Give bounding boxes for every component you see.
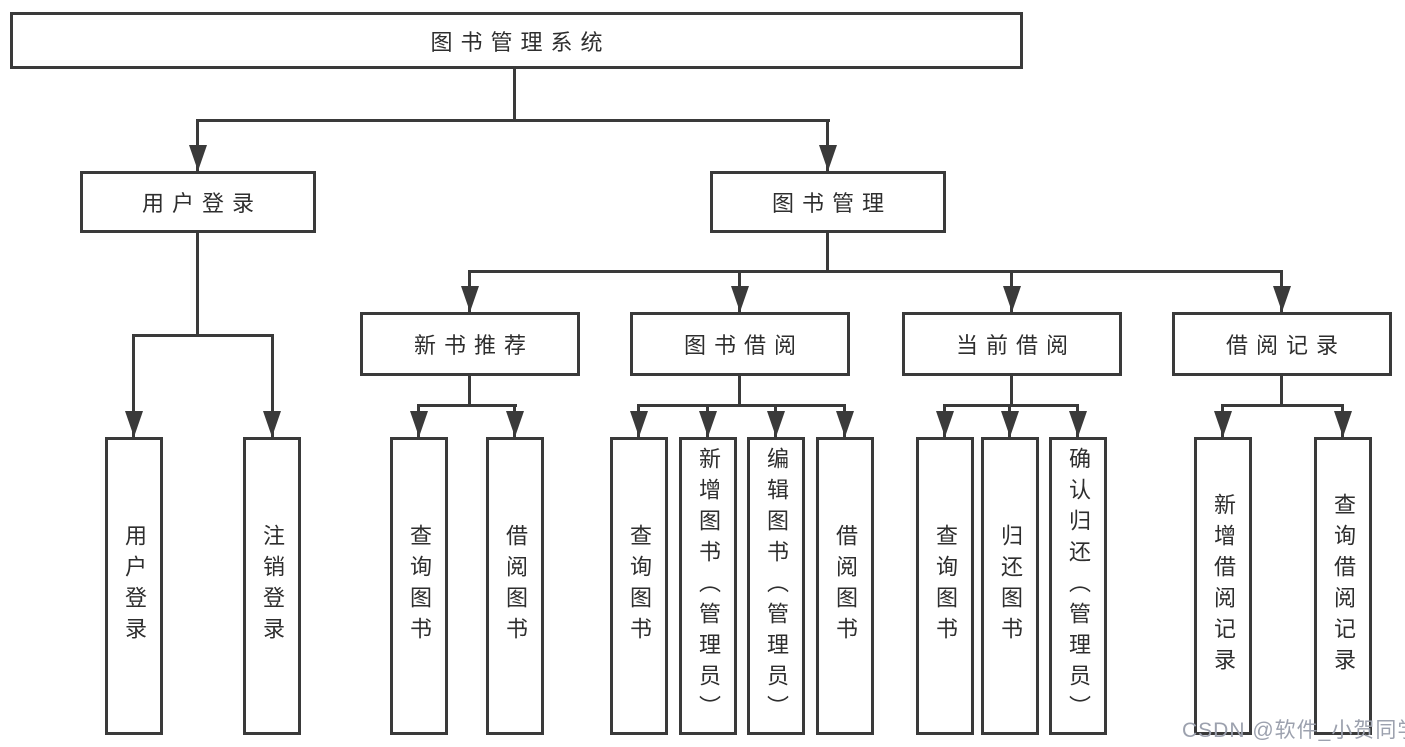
connector-line: [417, 404, 517, 407]
leaf-query-books-borrow: 查询图书: [610, 437, 668, 735]
connector-line: [1280, 375, 1283, 406]
arrowhead-icon: [1069, 411, 1087, 437]
connector-line: [1221, 404, 1344, 407]
leaf-add-book-admin: 新增图书（管理员）: [679, 437, 737, 735]
arrowhead-icon: [819, 145, 837, 171]
arrowhead-icon: [936, 411, 954, 437]
arrowhead-icon: [731, 286, 749, 312]
leaf-query-borrow-record: 查询借阅记录: [1314, 437, 1372, 735]
node-new-book-recommend: 新书推荐: [360, 312, 580, 376]
node-root: 图书管理系统: [10, 12, 1023, 69]
connector-line: [468, 375, 471, 406]
arrowhead-icon: [410, 411, 428, 437]
connector-line: [738, 375, 741, 406]
connector-line: [1010, 375, 1013, 406]
connector-line: [132, 334, 135, 437]
arrowhead-icon: [506, 411, 524, 437]
arrowhead-icon: [263, 411, 281, 437]
leaf-borrow-books: 借阅图书: [816, 437, 874, 735]
leaf-user-login: 用户登录: [105, 437, 163, 735]
node-borrow-records: 借阅记录: [1172, 312, 1392, 376]
node-book-management: 图书管理: [710, 171, 946, 233]
connector-line: [271, 334, 274, 437]
leaf-borrow-books-recommend: 借阅图书: [486, 437, 544, 735]
arrowhead-icon: [1214, 411, 1232, 437]
leaf-query-books-current: 查询图书: [916, 437, 974, 735]
node-current-borrow: 当前借阅: [902, 312, 1122, 376]
arrowhead-icon: [1003, 286, 1021, 312]
watermark: CSDN @软件_小贺同学: [1182, 719, 1405, 742]
arrowhead-icon: [699, 411, 717, 437]
connector-line: [943, 404, 1079, 407]
connector-line: [826, 233, 829, 273]
arrowhead-icon: [189, 145, 207, 171]
node-book-borrow: 图书借阅: [630, 312, 850, 376]
arrowhead-icon: [1334, 411, 1352, 437]
arrowhead-icon: [125, 411, 143, 437]
leaf-add-borrow-record: 新增借阅记录: [1194, 437, 1252, 735]
connector-line: [132, 334, 274, 337]
arrowhead-icon: [836, 411, 854, 437]
leaf-query-books-recommend: 查询图书: [390, 437, 448, 735]
connector-line: [513, 68, 516, 121]
arrowhead-icon: [461, 286, 479, 312]
leaf-edit-book-admin: 编辑图书（管理员）: [747, 437, 805, 735]
connector-line: [196, 232, 199, 336]
arrowhead-icon: [630, 411, 648, 437]
arrowhead-icon: [1273, 286, 1291, 312]
leaf-return-book: 归还图书: [981, 437, 1039, 735]
leaf-confirm-return-admin: 确认归还（管理员）: [1049, 437, 1107, 735]
arrowhead-icon: [1001, 411, 1019, 437]
connector-line: [196, 119, 830, 122]
connector-line: [468, 270, 1283, 273]
node-user-login: 用户登录: [80, 171, 316, 233]
connector-line: [637, 404, 846, 407]
leaf-logout: 注销登录: [243, 437, 301, 735]
arrowhead-icon: [767, 411, 785, 437]
